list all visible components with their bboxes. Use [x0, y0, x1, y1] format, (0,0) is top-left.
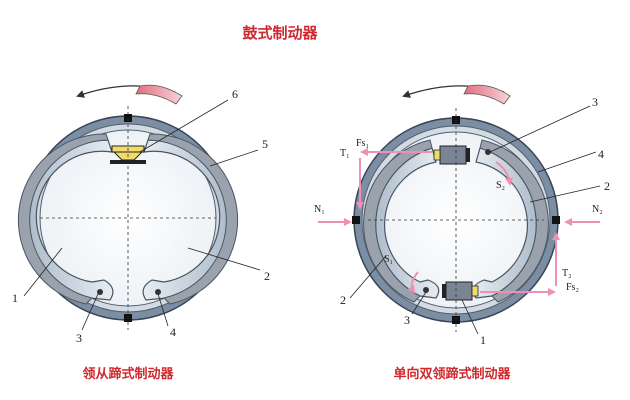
- label-s2: S₂: [496, 180, 505, 191]
- label-fs1: Fs₁: [356, 138, 369, 149]
- callout-4: 4: [170, 325, 176, 339]
- anchor-pin-right: [155, 289, 161, 295]
- label-n1: N₁: [314, 204, 325, 215]
- callout-1-right: 1: [480, 333, 486, 347]
- callout-5: 5: [262, 137, 268, 151]
- left-lining: [17, 133, 109, 305]
- s2-arrow: [495, 161, 514, 186]
- label-s1: S₁: [384, 254, 393, 265]
- leading-trailing-brake: 6 5 2 1 3 4 领从蹄式制动器: [12, 84, 270, 382]
- label-n2: N₂: [592, 204, 603, 215]
- callout-3: 3: [76, 331, 82, 345]
- wheel-cylinder-top: [433, 145, 470, 165]
- callout-2: 2: [264, 269, 270, 283]
- callout-3-top: 3: [592, 95, 598, 109]
- twin-leading-brake: N₁ N₂ T₁ Fs₁ T₂ Fs₂ S₁ S₂ 3 4 2 2 3 1 单向…: [314, 84, 610, 382]
- label-t2: T₂: [562, 268, 572, 279]
- page-title: 鼓式制动器: [242, 24, 318, 42]
- label-t1: T₁: [340, 148, 350, 159]
- right-lining: [147, 133, 239, 305]
- callout-3-bottom: 3: [404, 313, 410, 327]
- rotation-shoe-icon-right: [463, 84, 511, 105]
- callout-2-left: 2: [340, 293, 346, 307]
- left-caption: 领从蹄式制动器: [82, 366, 174, 382]
- callout-2-right: 2: [604, 179, 610, 193]
- anchor-pin-left: [97, 289, 103, 295]
- label-fs2: Fs₂: [566, 282, 579, 293]
- wheel-cylinder-bottom: [442, 281, 479, 301]
- callout-6: 6: [232, 87, 238, 101]
- right-caption: 单向双领蹄式制动器: [393, 366, 511, 382]
- callout-4-right: 4: [598, 147, 604, 161]
- callout-1: 1: [12, 291, 18, 305]
- s1-arrow: [407, 271, 419, 294]
- rotation-shoe-icon: [135, 84, 183, 105]
